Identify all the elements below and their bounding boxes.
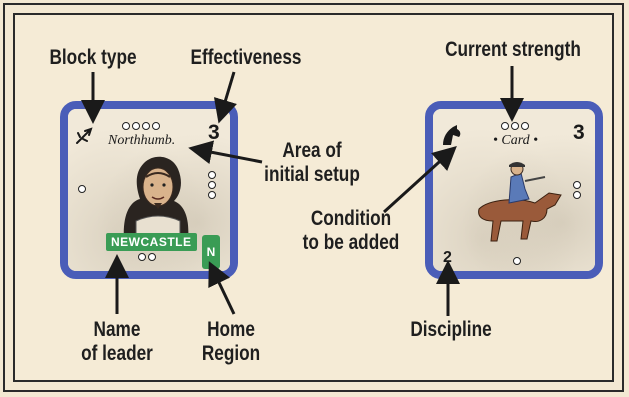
strength-pip — [208, 191, 216, 199]
label-name-of-leader-line1: Name — [93, 318, 141, 341]
label-current-strength: Current strength — [445, 38, 581, 61]
strength-pip — [132, 122, 140, 130]
setup-area-text: Northhumb. — [108, 133, 176, 148]
home-region-tag: N — [202, 235, 220, 269]
cavalry-rider — [478, 162, 562, 242]
arrow-effectiveness — [213, 71, 237, 124]
strength-pip — [122, 122, 130, 130]
leader-name-banner: NEWCASTLE — [106, 233, 197, 251]
card-block: 3 • Card • 2 — [425, 101, 603, 279]
strength-pip — [521, 122, 529, 130]
strength-pip — [513, 257, 521, 265]
arrow-home-region — [208, 261, 236, 315]
strength-value: 3 — [573, 121, 585, 144]
strength-pip — [573, 191, 581, 199]
label-discipline: Discipline — [410, 318, 492, 341]
label-effectiveness: Effectiveness — [190, 46, 302, 69]
setup-area-text: • Card • — [493, 133, 539, 148]
effectiveness-value: 3 — [208, 121, 220, 144]
strength-pip — [138, 253, 146, 261]
label-home-region-line2: Region — [201, 342, 261, 365]
strength-pip — [148, 253, 156, 261]
leader-block: 3 Northhumb. NEWCASTLE N — [60, 101, 238, 279]
strength-pip — [208, 171, 216, 179]
label-block-type: Block type — [49, 46, 137, 69]
outer-frame — [3, 3, 624, 392]
label-name-of-leader-line2: of leader — [81, 342, 153, 365]
label-area-of-setup-line1: Area of — [282, 139, 342, 162]
strength-pip — [573, 181, 581, 189]
arrow-condition — [382, 145, 457, 214]
discipline-value: 2 — [443, 249, 452, 266]
pike-and-shot-icon — [76, 127, 93, 144]
label-condition-line1: Condition — [310, 207, 392, 230]
label-area-of-setup-line2: initial setup — [264, 163, 360, 186]
arrow-area-of-setup — [188, 140, 263, 165]
strength-pip — [78, 185, 86, 193]
strength-pip — [511, 122, 519, 130]
horse-head-icon — [443, 125, 461, 145]
strength-pip — [142, 122, 150, 130]
strength-pip — [152, 122, 160, 130]
label-home-region-line1: Home — [207, 318, 255, 341]
label-condition-line2: to be added — [302, 231, 400, 254]
strength-pip — [501, 122, 509, 130]
strength-pip — [208, 181, 216, 189]
